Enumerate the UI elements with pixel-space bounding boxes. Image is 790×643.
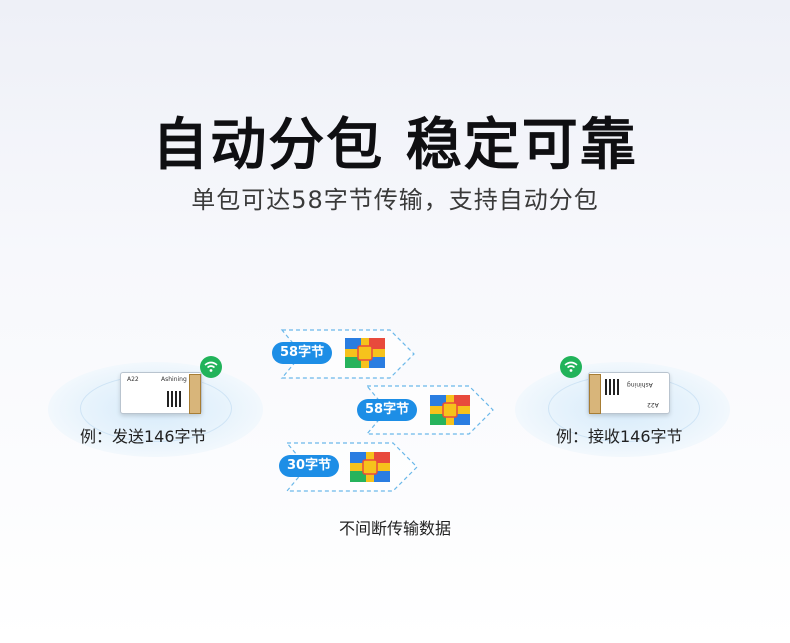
page-title: 自动分包 稳定可靠 (152, 113, 638, 178)
module-qr (605, 379, 621, 395)
module-label: A22 (647, 401, 659, 408)
packet-size-badge: 30字节 (279, 455, 340, 477)
page-subtitle: 单包可达58字节传输，支持自动分包 (191, 186, 599, 214)
module-label: A22 (127, 376, 139, 383)
receiver-module: Ashining A22 (588, 372, 670, 414)
packet-size-badge: 58字节 (357, 399, 418, 421)
packet-icon (430, 395, 470, 425)
module-brand: Ashining (161, 376, 187, 383)
module-brand: Ashining (627, 381, 653, 388)
module-connector (589, 374, 601, 414)
module-qr (167, 391, 183, 407)
packet-size-badge: 58字节 (272, 342, 333, 364)
footer-caption: 不间断传输数据 (338, 519, 451, 538)
packet-icon (345, 338, 385, 368)
receiver-wifi-icon (560, 356, 582, 378)
receiver-caption: 例：接收146字节 (556, 427, 683, 446)
module-connector (189, 374, 201, 414)
sender-wifi-icon (200, 356, 222, 378)
sender-caption: 例：发送146字节 (80, 427, 207, 446)
packet-icon (350, 452, 390, 482)
sender-module: A22 Ashining (120, 372, 202, 414)
